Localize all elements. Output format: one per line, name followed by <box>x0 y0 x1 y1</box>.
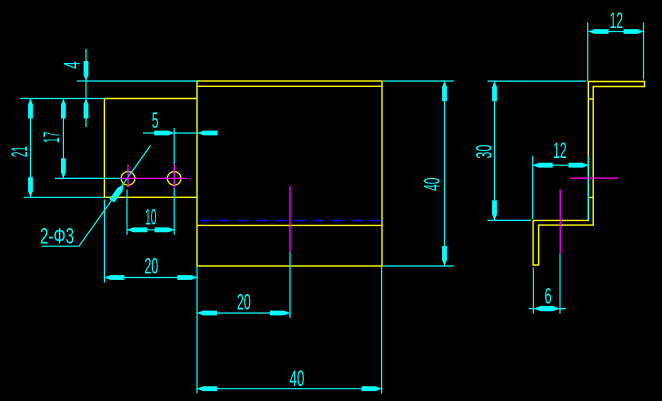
svg-text:21: 21 <box>8 146 33 157</box>
svg-text:20: 20 <box>144 254 158 279</box>
svg-text:10: 10 <box>145 204 156 230</box>
svg-text:6: 6 <box>544 284 551 308</box>
svg-text:12: 12 <box>553 138 566 163</box>
svg-text:17: 17 <box>38 132 64 143</box>
svg-text:12: 12 <box>610 8 623 33</box>
svg-text:30: 30 <box>472 145 497 159</box>
svg-text:5: 5 <box>152 108 159 133</box>
svg-text:2-Φ3: 2-Φ3 <box>40 225 74 249</box>
svg-text:4: 4 <box>60 61 84 68</box>
svg-text:20: 20 <box>237 290 251 315</box>
svg-text:40: 40 <box>420 177 445 191</box>
svg-text:40: 40 <box>289 367 304 391</box>
